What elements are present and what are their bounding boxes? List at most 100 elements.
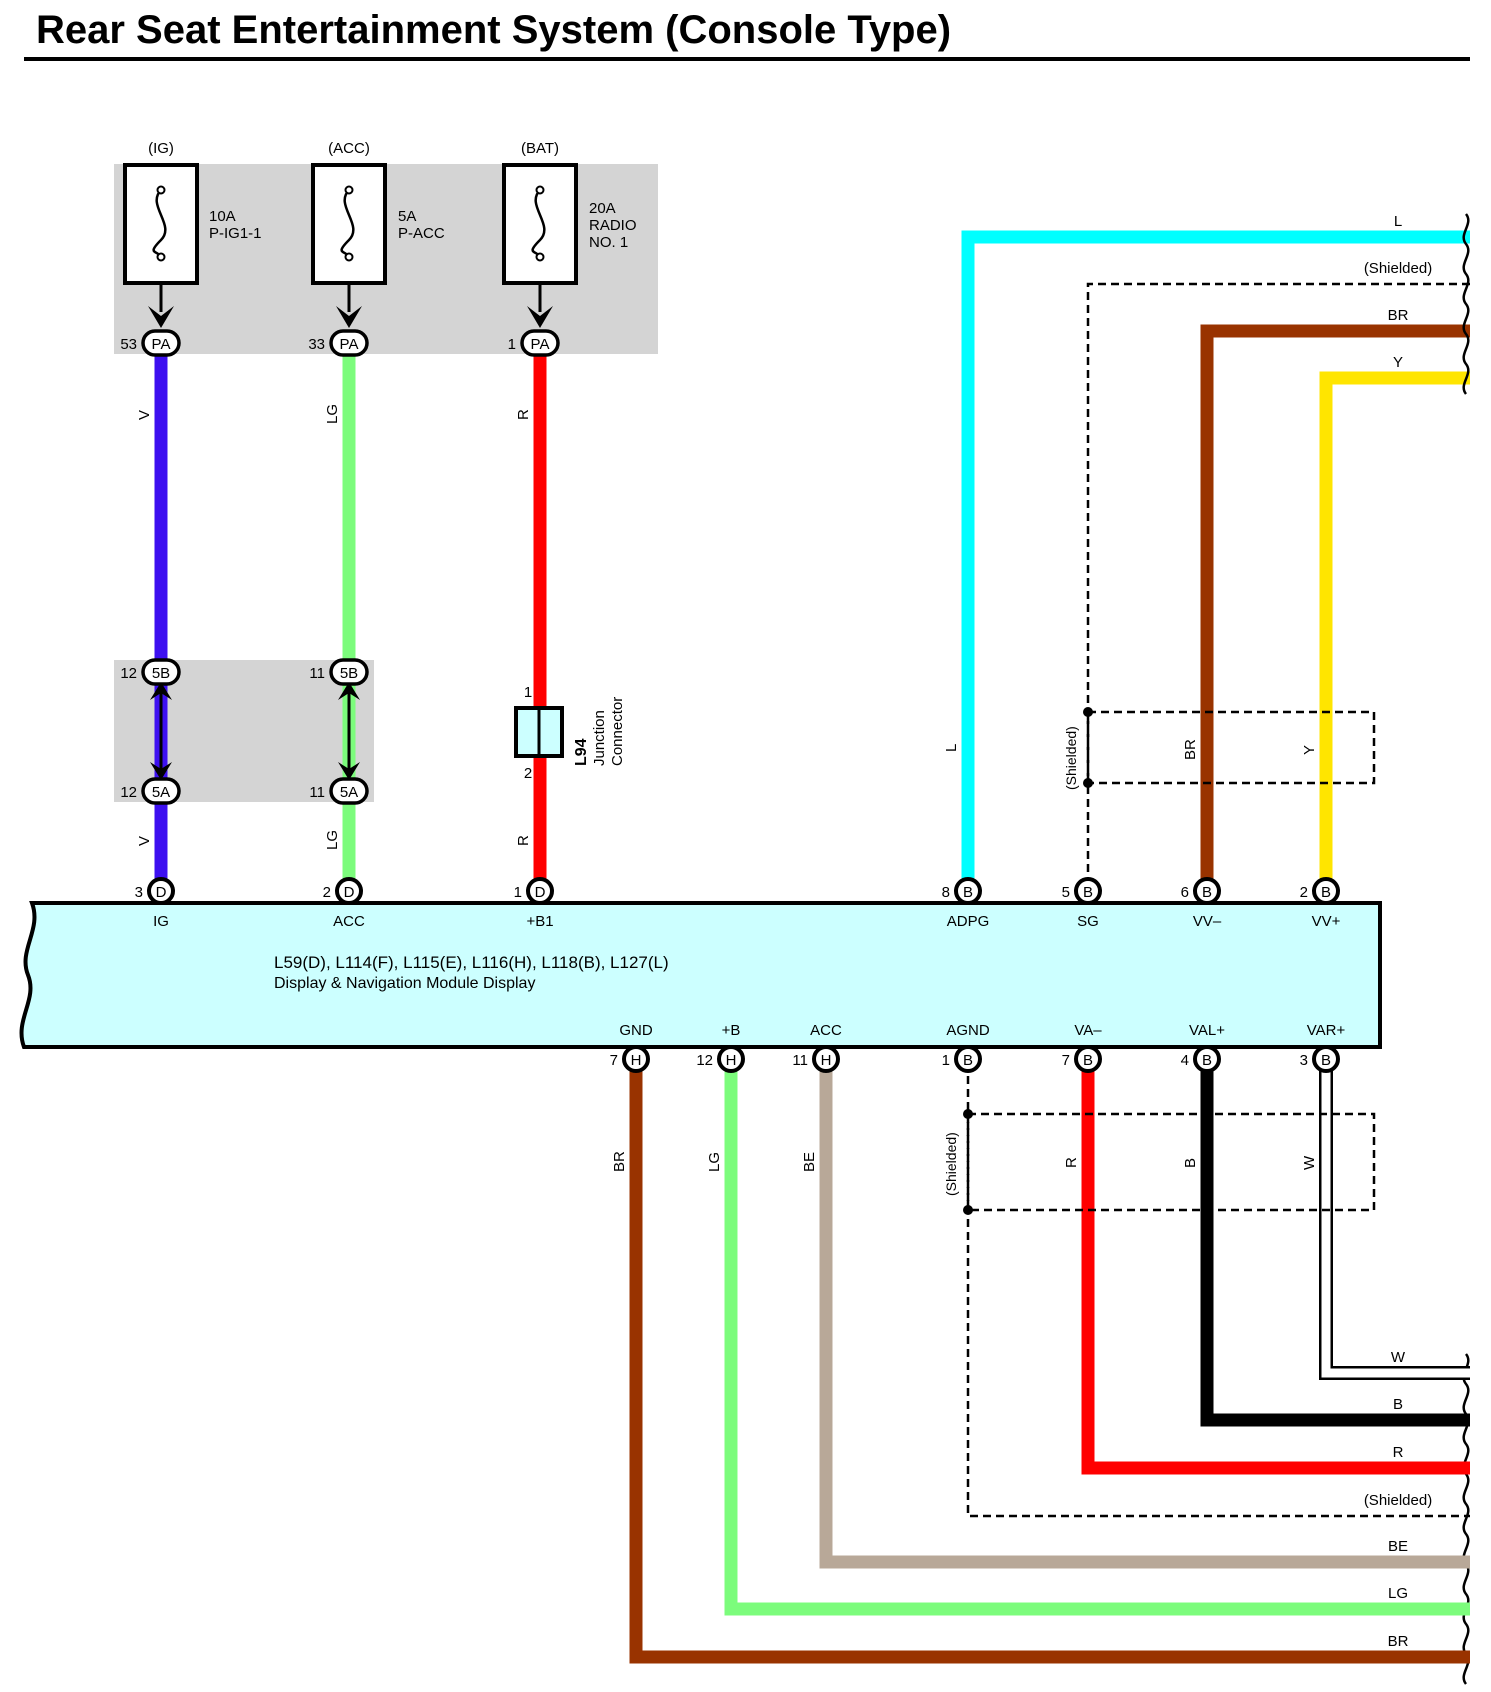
break-mark-top [1462, 213, 1470, 395]
pin-val-plus: VAL+ B 4 [1181, 1022, 1225, 1073]
svg-text:7: 7 [1062, 1052, 1070, 1069]
wire-label-be-vert-bottom: BE [801, 1152, 818, 1172]
svg-text:1: 1 [514, 884, 522, 901]
svg-text:5B: 5B [152, 665, 170, 682]
svg-text:GND: GND [619, 1022, 653, 1039]
wire-label-r-right: R [1393, 1444, 1404, 1461]
svg-text:B: B [1321, 884, 1331, 901]
svg-text:B: B [963, 1052, 973, 1069]
svg-text:PA: PA [152, 336, 171, 353]
shield-label-vert-bottom: (Shielded) [943, 1132, 959, 1196]
svg-text:1: 1 [942, 1052, 950, 1069]
wire-label-lg-right: LG [1388, 1585, 1408, 1602]
svg-text:5: 5 [1062, 884, 1070, 901]
wire-label-y-right: Y [1393, 354, 1403, 371]
connector-pa-1: PA 1 [508, 329, 560, 357]
junction-label-2: Connector [609, 697, 626, 766]
svg-text:11: 11 [792, 1052, 808, 1069]
connector-pa-33: PA 33 [308, 329, 369, 357]
svg-text:12: 12 [120, 665, 137, 682]
wire-w-bottom-outline [1319, 1050, 1470, 1380]
pin-ig: D 3 IG [135, 877, 175, 930]
shield-node [963, 1205, 973, 1215]
svg-text:3: 3 [1300, 1052, 1308, 1069]
svg-text:B: B [1202, 1052, 1212, 1069]
svg-text:5A: 5A [152, 784, 170, 801]
svg-text:6: 6 [1181, 884, 1189, 901]
wire-label-l-right: L [1394, 213, 1402, 230]
inline-connector-12: 5B 12 5A 12 [120, 658, 181, 805]
wire-label-lg-lower: LG [324, 830, 341, 850]
junction-label-1: Junction [591, 710, 608, 766]
junction-pin-1: 1 [524, 684, 532, 701]
pin-53: 53 [120, 336, 137, 353]
svg-text:B: B [1083, 1052, 1093, 1069]
svg-text:5B: 5B [340, 665, 358, 682]
wire-lg-bottom [724, 1050, 1470, 1616]
svg-text:AGND: AGND [946, 1022, 990, 1039]
pin-va-minus: VA– B 7 [1062, 1022, 1102, 1073]
svg-text:ADPG: ADPG [947, 913, 990, 930]
wire-label-lg-vert-bottom: LG [706, 1152, 723, 1172]
wire-label-b-right: B [1393, 1396, 1403, 1413]
svg-text:+B1: +B1 [526, 913, 553, 930]
shield-line-top [1086, 282, 1470, 882]
pin-plus-b: +B H 12 [696, 1022, 745, 1073]
wire-label-br-right: BR [1388, 307, 1409, 324]
pin-var-plus: VAR+ B 3 [1300, 1022, 1345, 1073]
svg-text:8: 8 [942, 884, 950, 901]
module-name: Display & Navigation Module Display [274, 975, 535, 992]
pin-adpg: B 8 ADPG [942, 877, 990, 930]
svg-text:4: 4 [1181, 1052, 1189, 1069]
wire-l-top [961, 230, 1470, 882]
svg-text:B: B [1202, 884, 1212, 901]
connector-pa-53: PA 53 [120, 329, 181, 357]
svg-text:+B: +B [722, 1022, 741, 1039]
junction-pin-2: 2 [524, 765, 532, 782]
shield-node [1083, 707, 1093, 717]
svg-text:VAL+: VAL+ [1189, 1022, 1225, 1039]
svg-text:11: 11 [309, 784, 325, 801]
wire-label-v-lower: V [136, 836, 153, 846]
pin-gnd: GND H 7 [610, 1022, 653, 1073]
svg-text:D: D [344, 884, 355, 901]
fuse-source-ig: (IG) [148, 140, 174, 157]
pin-b1: D 1 +B1 [514, 877, 554, 930]
fuse-rating-10a: 10A [209, 208, 236, 225]
svg-text:H: H [726, 1052, 737, 1069]
shield-box-bottom [966, 1112, 1376, 1212]
pin-1: 1 [508, 336, 516, 353]
svg-text:2: 2 [1300, 884, 1308, 901]
svg-text:VV–: VV– [1193, 913, 1222, 930]
pin-acc-bottom: ACC H 11 [792, 1022, 842, 1073]
pin-agnd: AGND B 1 [942, 1022, 990, 1073]
fuse-name-radio: RADIO [589, 217, 637, 234]
wire-label-l-vert: L [943, 744, 960, 752]
pin-vv-minus: B 6 VV– [1181, 877, 1222, 930]
svg-text:VV+: VV+ [1312, 913, 1341, 930]
wire-label-w-right: W [1391, 1349, 1406, 1366]
wire-w-bottom [1321, 1050, 1470, 1378]
svg-text:VA–: VA– [1074, 1022, 1102, 1039]
shield-label-top: (Shielded) [1364, 260, 1432, 277]
svg-text:B: B [1083, 884, 1093, 901]
shield-label-vert-top: (Shielded) [1063, 726, 1079, 790]
fuse-name-p-acc: P-ACC [398, 225, 445, 242]
svg-text:ACC: ACC [810, 1022, 842, 1039]
fuse-bat [502, 163, 578, 328]
fuse-name-no1: NO. 1 [589, 234, 628, 251]
wire-label-lg-upper: LG [324, 404, 341, 424]
pin-sg: B 5 SG [1062, 877, 1102, 930]
wire-label-y-vert: Y [1301, 745, 1318, 755]
wire-label-be-right: BE [1388, 1538, 1408, 1555]
svg-text:D: D [156, 884, 167, 901]
wire-br-top [1200, 324, 1470, 882]
fuse-source-bat: (BAT) [521, 140, 559, 157]
svg-text:B: B [1321, 1052, 1331, 1069]
svg-text:11: 11 [309, 665, 325, 682]
junction-code: L94 [573, 738, 590, 766]
break-mark-bottom [1462, 1353, 1470, 1685]
fuse-acc [311, 163, 387, 328]
shield-line-bottom [966, 1050, 1470, 1518]
